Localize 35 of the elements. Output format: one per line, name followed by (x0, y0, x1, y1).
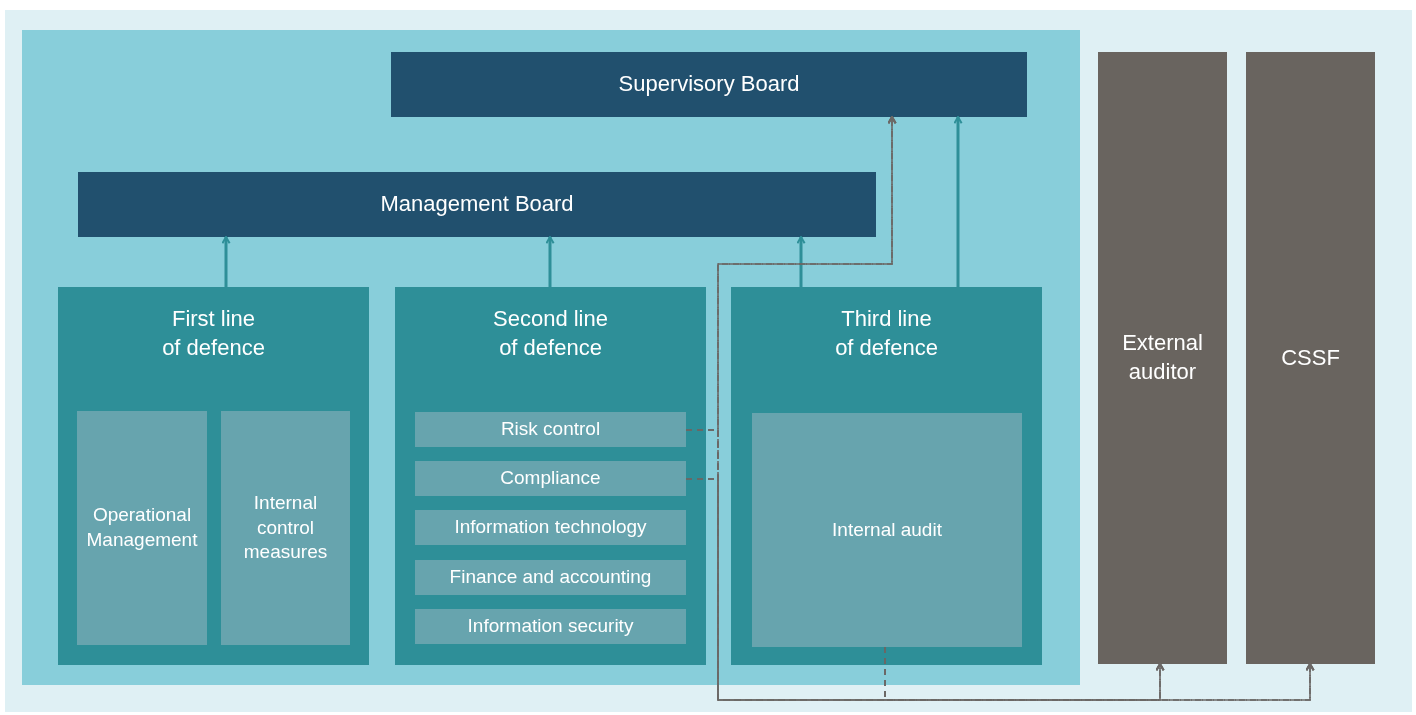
line-of-defence-panel (731, 287, 1042, 665)
external-body-box (1246, 52, 1375, 664)
board-box (78, 172, 876, 237)
arrow (221, 236, 231, 287)
external-body-box (1098, 52, 1227, 664)
panel-heading: Second line of defence (492, 305, 609, 362)
line-of-defence-panel (58, 287, 369, 665)
function-label: Information technology (454, 515, 647, 540)
function-label: Internal control measures (242, 490, 329, 565)
function-label: Operational Management (85, 503, 199, 552)
function-label: Compliance (500, 466, 601, 491)
function-box (77, 411, 207, 645)
function-box (415, 412, 686, 447)
function-label: Finance and accounting (449, 565, 652, 590)
function-box (415, 510, 686, 545)
external-body-label: External auditor (1121, 329, 1204, 386)
line-of-defence-panel (395, 287, 706, 665)
function-box (415, 609, 686, 644)
panel-heading: Third line of defence (834, 305, 939, 362)
function-label: Internal audit (832, 517, 942, 542)
function-box (415, 560, 686, 595)
function-box (415, 461, 686, 496)
external-body-label: CSSF (1281, 343, 1340, 372)
arrow (953, 116, 963, 287)
board-box (391, 52, 1027, 117)
function-label: Information security (467, 614, 634, 639)
arrow (545, 236, 555, 287)
board-title: Management Board (380, 190, 574, 219)
function-label: Risk control (500, 417, 601, 442)
dashed-arrow (717, 116, 897, 701)
function-box (752, 413, 1022, 647)
function-box (221, 411, 350, 645)
arrow (796, 236, 806, 287)
board-title: Supervisory Board (618, 70, 800, 99)
panel-heading: First line of defence (162, 305, 265, 362)
